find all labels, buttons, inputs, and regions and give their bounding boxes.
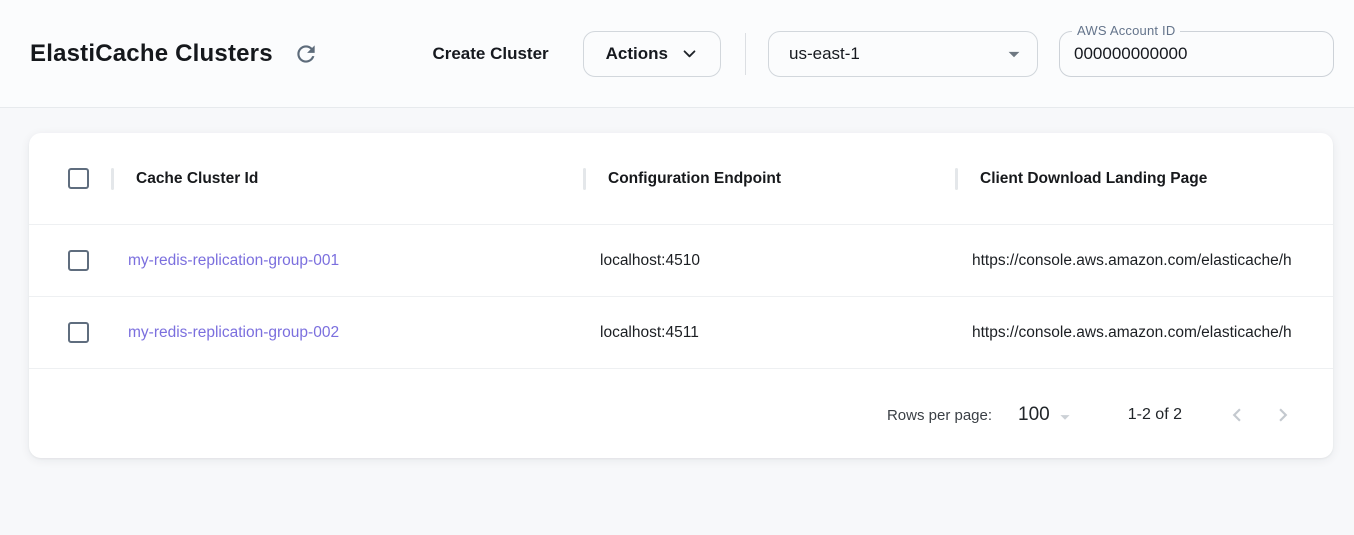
table-row: my-redis-replication-group-002 localhost…: [29, 297, 1333, 369]
table-header-row: Cache Cluster Id Configuration Endpoint …: [29, 133, 1333, 225]
rows-per-page-select[interactable]: 100: [1018, 403, 1076, 428]
region-selected-value: us-east-1: [789, 43, 860, 63]
cache-cluster-id-cell: my-redis-replication-group-002: [112, 324, 584, 342]
create-cluster-button[interactable]: Create Cluster: [432, 43, 549, 63]
refresh-icon: [293, 41, 319, 67]
actions-menu-label: Actions: [605, 43, 668, 63]
chevron-right-icon: [1270, 402, 1296, 428]
clusters-table-card: Cache Cluster Id Configuration Endpoint …: [29, 133, 1333, 458]
configuration-endpoint-cell: localhost:4511: [600, 323, 699, 341]
column-separator: [955, 167, 958, 190]
header-checkbox-cell: [29, 168, 112, 189]
row-checkbox-cell: [29, 322, 112, 343]
column-header-cache-cluster-id[interactable]: Cache Cluster Id: [111, 133, 584, 224]
client-download-landing-page-cell: https://console.aws.amazon.com/elasticac…: [972, 323, 1292, 341]
rows-per-page-value: 100: [1018, 404, 1050, 425]
main-content: Cache Cluster Id Configuration Endpoint …: [0, 108, 1354, 458]
column-header-client-download-landing-page[interactable]: Client Download Landing Page: [955, 133, 1333, 224]
toolbar-actions-group: Create Cluster Actions us-east-1 AWS Acc…: [432, 22, 1334, 77]
row-checkbox[interactable]: [68, 250, 89, 271]
previous-page-button[interactable]: [1224, 402, 1250, 428]
select-all-checkbox[interactable]: [68, 168, 89, 189]
row-checkbox[interactable]: [68, 322, 89, 343]
toolbar-divider: [745, 32, 746, 75]
aws-account-id-label: AWS Account ID: [1072, 22, 1181, 38]
cluster-link[interactable]: my-redis-replication-group-002: [128, 323, 340, 341]
page-title: ElastiCache Clusters: [30, 39, 273, 67]
actions-menu-button[interactable]: Actions: [582, 30, 721, 77]
column-separator: [111, 167, 114, 190]
aws-account-id-field: AWS Account ID: [1059, 22, 1334, 77]
configuration-endpoint-cell: localhost:4510: [600, 251, 700, 269]
table-row: my-redis-replication-group-001 localhost…: [29, 225, 1333, 297]
column-header-configuration-endpoint[interactable]: Configuration Endpoint: [583, 133, 956, 224]
refresh-button[interactable]: [289, 37, 323, 71]
chevron-left-icon: [1224, 402, 1250, 428]
row-checkbox-cell: [29, 250, 112, 271]
cache-cluster-id-cell: my-redis-replication-group-001: [112, 252, 584, 270]
arrow-dropdown-icon: [1050, 403, 1076, 428]
cluster-link[interactable]: my-redis-replication-group-001: [128, 251, 340, 269]
pagination-range-label: 1-2 of 2: [1127, 406, 1182, 423]
region-selector[interactable]: us-east-1: [768, 30, 1038, 77]
top-toolbar: ElastiCache Clusters Create Cluster Acti…: [0, 0, 1354, 108]
column-separator: [583, 167, 586, 190]
rows-per-page-label: Rows per page:: [886, 406, 993, 424]
client-download-landing-page-cell: https://console.aws.amazon.com/elasticac…: [972, 251, 1292, 269]
table-pagination: Rows per page: 100 1-2 of 2: [29, 372, 1333, 458]
chevron-down-icon: [681, 45, 698, 62]
aws-account-id-input[interactable]: [1074, 43, 1319, 64]
arrow-dropdown-icon: [1001, 41, 1027, 67]
next-page-button[interactable]: [1270, 402, 1296, 428]
